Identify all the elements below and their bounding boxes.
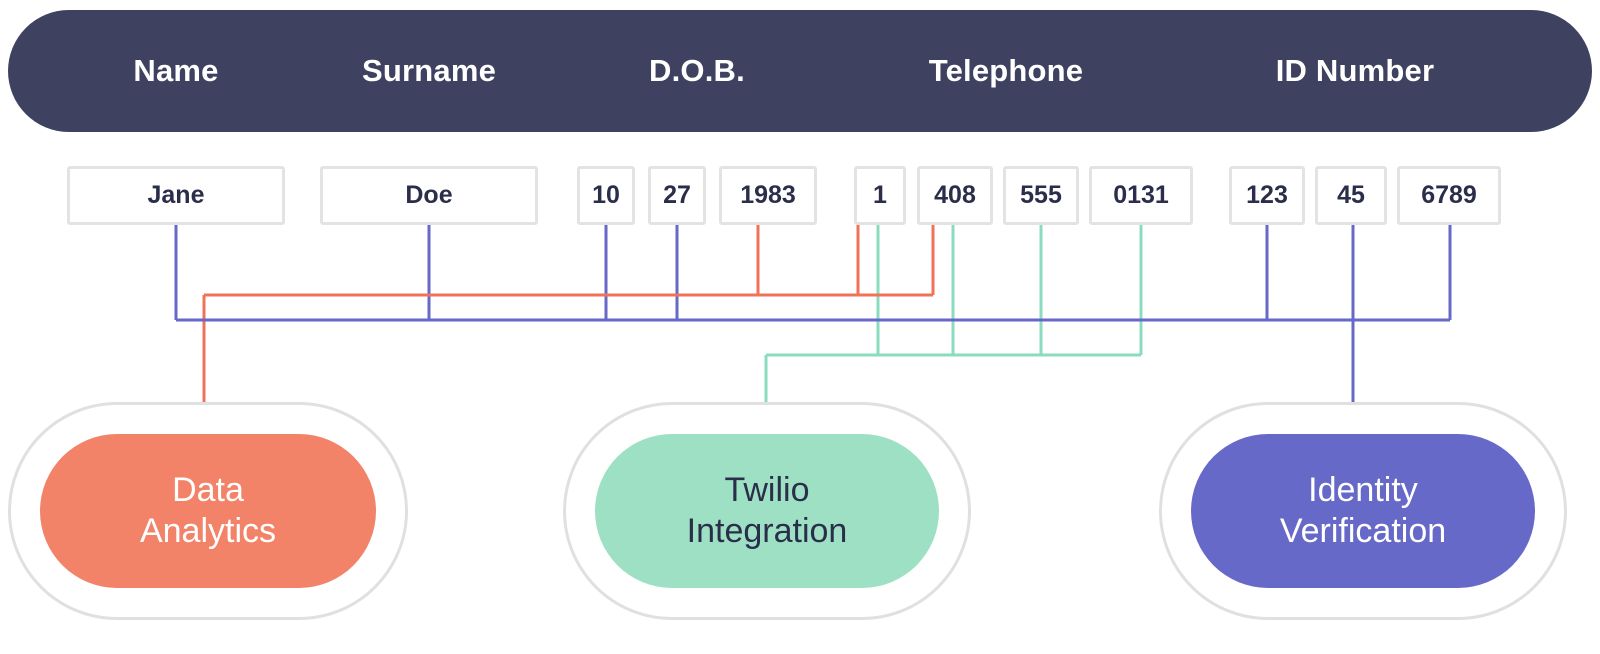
value-box-tel-country[interactable]: 1 — [854, 166, 906, 225]
value-box-name-jane[interactable]: Jane — [67, 166, 285, 225]
column-header-surname: Surname — [361, 53, 497, 88]
value-box-surname-doe[interactable]: Doe — [320, 166, 538, 225]
column-header-telephone: Telephone — [928, 53, 1084, 88]
value-box-dob-year[interactable]: 1983 — [719, 166, 817, 225]
value-box-id-part3[interactable]: 6789 — [1397, 166, 1501, 225]
value-box-dob-month[interactable]: 10 — [577, 166, 635, 225]
value-box-id-part2[interactable]: 45 — [1315, 166, 1387, 225]
column-header-d-o-b: D.O.B. — [649, 53, 745, 88]
value-box-tel-line[interactable]: 0131 — [1089, 166, 1193, 225]
destination-pill-identity[interactable]: Identity Verification — [1159, 402, 1567, 620]
destination-pill-label-twilio: Twilio Integration — [595, 434, 939, 588]
destination-pill-analytics[interactable]: Data Analytics — [8, 402, 408, 620]
value-box-tel-prefix[interactable]: 555 — [1003, 166, 1079, 225]
column-header-name: Name — [133, 53, 219, 88]
destination-pill-label-analytics: Data Analytics — [40, 434, 376, 588]
destination-pill-twilio[interactable]: Twilio Integration — [563, 402, 971, 620]
column-header-bar: Name Surname D.O.B. Telephone ID Number — [8, 10, 1592, 132]
value-box-tel-area[interactable]: 408 — [917, 166, 993, 225]
destination-pill-label-identity: Identity Verification — [1191, 434, 1535, 588]
value-box-dob-day[interactable]: 27 — [648, 166, 706, 225]
value-box-id-part1[interactable]: 123 — [1229, 166, 1305, 225]
column-header-id-number: ID Number — [1275, 53, 1435, 88]
